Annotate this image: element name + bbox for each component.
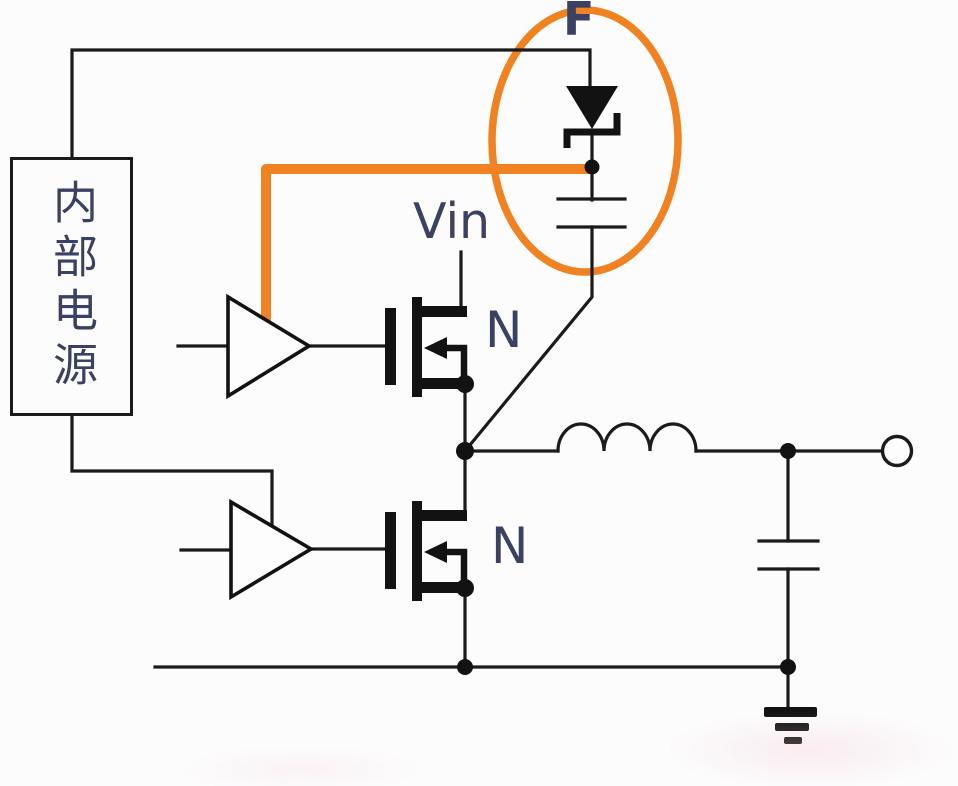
buffer-triangle [229,498,315,601]
bootstrap-node-dot [584,159,600,175]
cropped-top-text: F [563,0,595,46]
low-side-nmos [385,501,474,601]
ground-symbol [764,707,817,744]
bootstrap-highlight-wire [261,164,590,327]
highlight-ellipse [488,6,682,276]
high-side-nmos [385,297,474,397]
zener-cathode-bar [563,113,621,148]
low-side-driver-buffer [229,498,315,601]
output-terminal [880,434,914,468]
diode-triangle [566,86,618,129]
supply-bottom-wire [70,413,274,532]
inductor [556,422,698,453]
supply-top-wire [70,48,592,160]
internal-power-supply-box: 内部电源 [10,157,133,416]
buffer-triangle [226,293,313,400]
ground-node-dot [780,659,796,675]
output-capacitor [757,539,820,571]
high-side-fet-label: N [485,301,523,359]
vin-label: Vin [413,193,491,250]
bootstrap-zener-diode [563,86,621,148]
bootstrap-cap-to-switch-node [462,225,594,454]
bootstrap-capacitor [556,197,627,229]
switch-node-dot [456,442,474,460]
low-side-fet-label: N [491,517,529,575]
internal-power-supply-label: 内部电源 [45,178,98,395]
source-ground-dot [457,659,473,675]
wires [70,48,884,712]
high-side-driver-buffer [226,293,313,400]
output-node-dot [780,443,796,459]
